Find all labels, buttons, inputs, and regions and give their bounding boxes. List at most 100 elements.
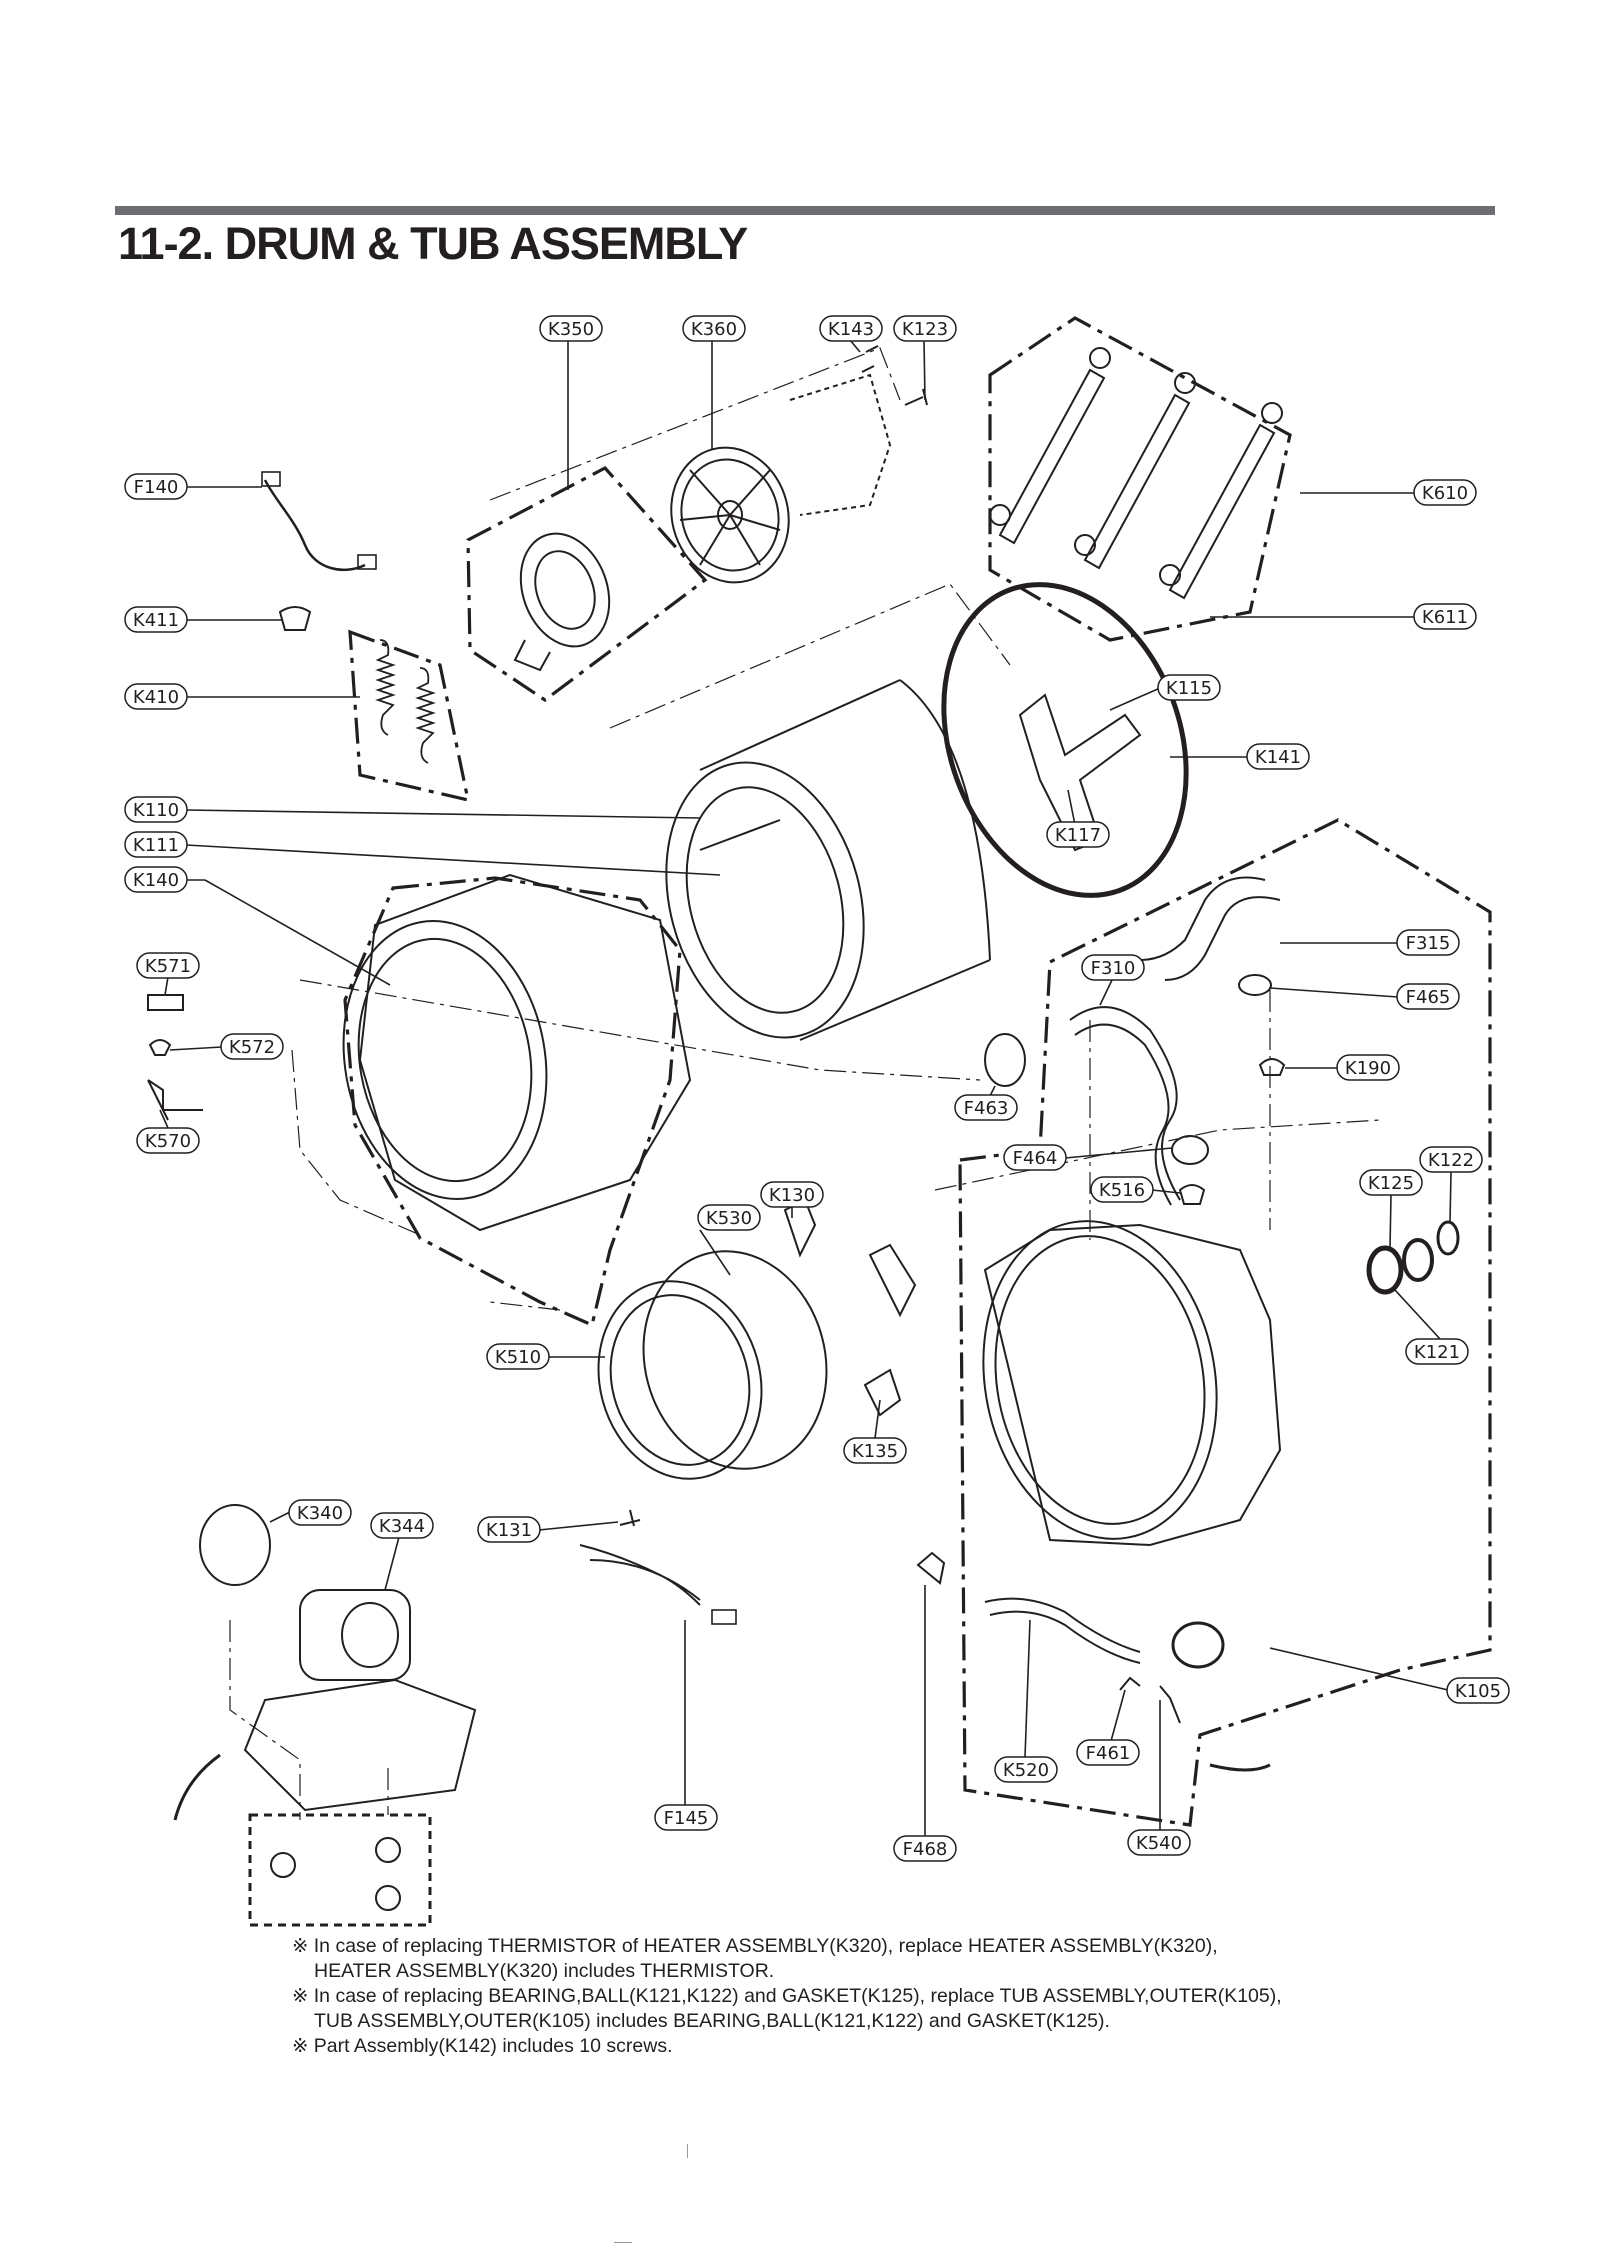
callout-k411: K411 <box>124 606 188 633</box>
svg-text:K143: K143 <box>828 319 874 340</box>
notes-block: ※ In case of replacing THERMISTOR of HEA… <box>292 1934 1282 2059</box>
svg-text:F315: F315 <box>1406 933 1451 954</box>
callout-f145: F145 <box>654 1804 718 1831</box>
callout-k117: K117 <box>1046 821 1110 848</box>
callout-k510: K510 <box>486 1343 550 1370</box>
callout-k131: K131 <box>477 1516 541 1543</box>
svg-text:K411: K411 <box>133 610 179 631</box>
svg-text:F464: F464 <box>1013 1148 1058 1169</box>
svg-text:K350: K350 <box>548 319 594 340</box>
leader-lines <box>159 339 1453 1836</box>
callout-k572: K572 <box>220 1033 284 1060</box>
callout-labels: K350 K360 K143 K123 F140 K610 K411 K611 … <box>124 315 1510 1862</box>
svg-text:K135: K135 <box>852 1441 898 1462</box>
door-gasket-drawing <box>597 1250 828 1480</box>
callout-k540: K540 <box>1127 1829 1191 1856</box>
svg-text:K611: K611 <box>1422 607 1468 628</box>
svg-text:K340: K340 <box>297 1503 343 1524</box>
svg-text:F145: F145 <box>664 1808 709 1829</box>
svg-text:K141: K141 <box>1255 747 1301 768</box>
svg-text:F463: F463 <box>964 1098 1009 1119</box>
svg-text:F310: F310 <box>1091 958 1136 979</box>
callout-f464: F464 <box>1003 1144 1067 1171</box>
svg-text:K105: K105 <box>1455 1681 1501 1702</box>
callout-k143: K143 <box>819 315 883 342</box>
svg-text:K571: K571 <box>145 956 191 977</box>
svg-text:K530: K530 <box>706 1208 752 1229</box>
svg-text:K140: K140 <box>133 870 179 891</box>
svg-text:K121: K121 <box>1414 1342 1460 1363</box>
callout-f463: F463 <box>954 1094 1018 1121</box>
svg-text:F461: F461 <box>1086 1743 1131 1764</box>
svg-text:K610: K610 <box>1422 483 1468 504</box>
callout-k111: K111 <box>124 831 188 858</box>
svg-text:K190: K190 <box>1345 1058 1391 1079</box>
note-1-line-1: In case of replacing THERMISTOR of HEATE… <box>313 1935 1218 1957</box>
note-2-line-2: TUB ASSEMBLY,OUTER(K105) includes BEARIN… <box>314 2010 1110 2032</box>
svg-text:F465: F465 <box>1406 987 1451 1008</box>
damper-drawings <box>989 347 1283 600</box>
title-rule <box>115 206 1495 215</box>
callout-k130: K130 <box>760 1181 824 1208</box>
svg-text:K520: K520 <box>1003 1760 1049 1781</box>
callout-k570: K570 <box>136 1127 200 1154</box>
hub-ring-drawing <box>513 532 611 672</box>
svg-text:K344: K344 <box>379 1516 425 1537</box>
callout-k410: K410 <box>124 683 188 710</box>
note-mark: ※ <box>292 2035 309 2057</box>
svg-text:K122: K122 <box>1428 1150 1474 1171</box>
callout-k520: K520 <box>994 1756 1058 1783</box>
callout-f310: F310 <box>1081 954 1145 981</box>
svg-text:K360: K360 <box>691 319 737 340</box>
group-outlines <box>343 316 1492 1827</box>
callout-k610: K610 <box>1413 479 1477 506</box>
callout-k344: K344 <box>370 1512 434 1539</box>
callout-k121: K121 <box>1405 1338 1469 1365</box>
callout-k571: K571 <box>136 952 200 979</box>
callout-f468: F468 <box>893 1835 957 1862</box>
svg-text:F468: F468 <box>903 1839 948 1860</box>
note-2: ※ In case of replacing BEARING,BALL(K121… <box>292 1984 1282 2009</box>
page-mark-dash <box>614 2242 632 2243</box>
note-mark: ※ <box>292 1985 309 2007</box>
svg-text:K123: K123 <box>902 319 948 340</box>
callout-k141: K141 <box>1246 743 1310 770</box>
page-mark-tick <box>687 2144 688 2158</box>
note-3-line-1: Part Assembly(K142) includes 10 screws. <box>313 2035 673 2057</box>
pump-drawing <box>199 1504 477 1812</box>
callout-k122: K122 <box>1419 1146 1483 1173</box>
callout-k125: K125 <box>1359 1169 1423 1196</box>
callout-f315: F315 <box>1396 929 1460 956</box>
svg-text:K111: K111 <box>133 835 179 856</box>
callout-k115: K115 <box>1157 674 1221 701</box>
svg-text:K540: K540 <box>1136 1833 1182 1854</box>
svg-text:K570: K570 <box>145 1131 191 1152</box>
outer-tub-drawing <box>982 1220 1282 1547</box>
callout-k611: K611 <box>1413 603 1477 630</box>
callout-k190: K190 <box>1336 1054 1400 1081</box>
svg-text:K130: K130 <box>769 1185 815 1206</box>
svg-text:K410: K410 <box>133 687 179 708</box>
tub-front-drawing <box>342 873 692 1232</box>
svg-text:K510: K510 <box>495 1347 541 1368</box>
plug-box-outline <box>248 1813 432 1927</box>
callout-f140: F140 <box>124 473 188 500</box>
callout-f465: F465 <box>1396 983 1460 1010</box>
svg-text:K115: K115 <box>1166 678 1212 699</box>
note-2-line-1: In case of replacing BEARING,BALL(K121,K… <box>313 1985 1282 2007</box>
callout-k140: K140 <box>124 866 188 893</box>
callout-k530: K530 <box>697 1204 761 1231</box>
callout-k516: K516 <box>1090 1176 1154 1203</box>
callout-k360: K360 <box>682 315 746 342</box>
page-title: 11-2. DRUM & TUB ASSEMBLY <box>118 218 748 269</box>
callout-k135: K135 <box>843 1437 907 1464</box>
note-1: ※ In case of replacing THERMISTOR of HEA… <box>292 1934 1282 1959</box>
callout-k350: K350 <box>539 315 603 342</box>
pulley-drawing <box>670 373 892 584</box>
svg-text:K516: K516 <box>1099 1180 1145 1201</box>
note-mark: ※ <box>292 1935 309 1957</box>
note-1-line-2: HEATER ASSEMBLY(K320) includes THERMISTO… <box>314 1960 775 1982</box>
svg-text:K117: K117 <box>1055 825 1101 846</box>
callout-k123: K123 <box>893 315 957 342</box>
